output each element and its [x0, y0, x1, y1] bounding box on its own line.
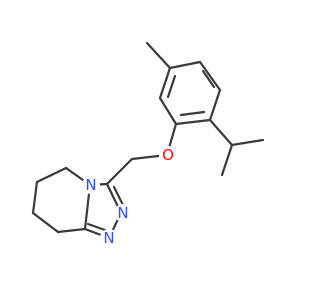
atom-label-nitrogen: N — [85, 176, 96, 194]
atom-label-oxygen: O — [162, 146, 174, 164]
structure-diagram: O N N N — [31, 41, 265, 247]
bond — [158, 66, 172, 100]
bond — [230, 138, 265, 147]
bond — [168, 60, 202, 70]
atom-label-nitrogen: N — [117, 204, 128, 222]
atom-label-nitrogen: N — [103, 229, 114, 247]
bond — [105, 157, 134, 186]
bond — [220, 143, 234, 177]
molecule-drawing: O N N N — [31, 41, 265, 247]
bond — [198, 60, 222, 92]
bond — [208, 118, 234, 147]
bond — [35, 166, 68, 184]
bond — [201, 69, 216, 89]
bond — [86, 222, 107, 232]
bond — [208, 88, 222, 122]
atom-o: O — [159, 146, 177, 164]
bond — [174, 118, 212, 126]
bond — [56, 227, 87, 234]
bond — [31, 180, 39, 215]
bond — [158, 96, 178, 126]
bond — [166, 74, 177, 99]
bond — [179, 110, 206, 117]
bond — [31, 211, 60, 234]
atom-n: N — [82, 176, 100, 194]
atom-n: N — [100, 229, 118, 247]
bond — [145, 41, 172, 70]
bonds — [31, 41, 265, 240]
atom-n: N — [114, 204, 132, 222]
